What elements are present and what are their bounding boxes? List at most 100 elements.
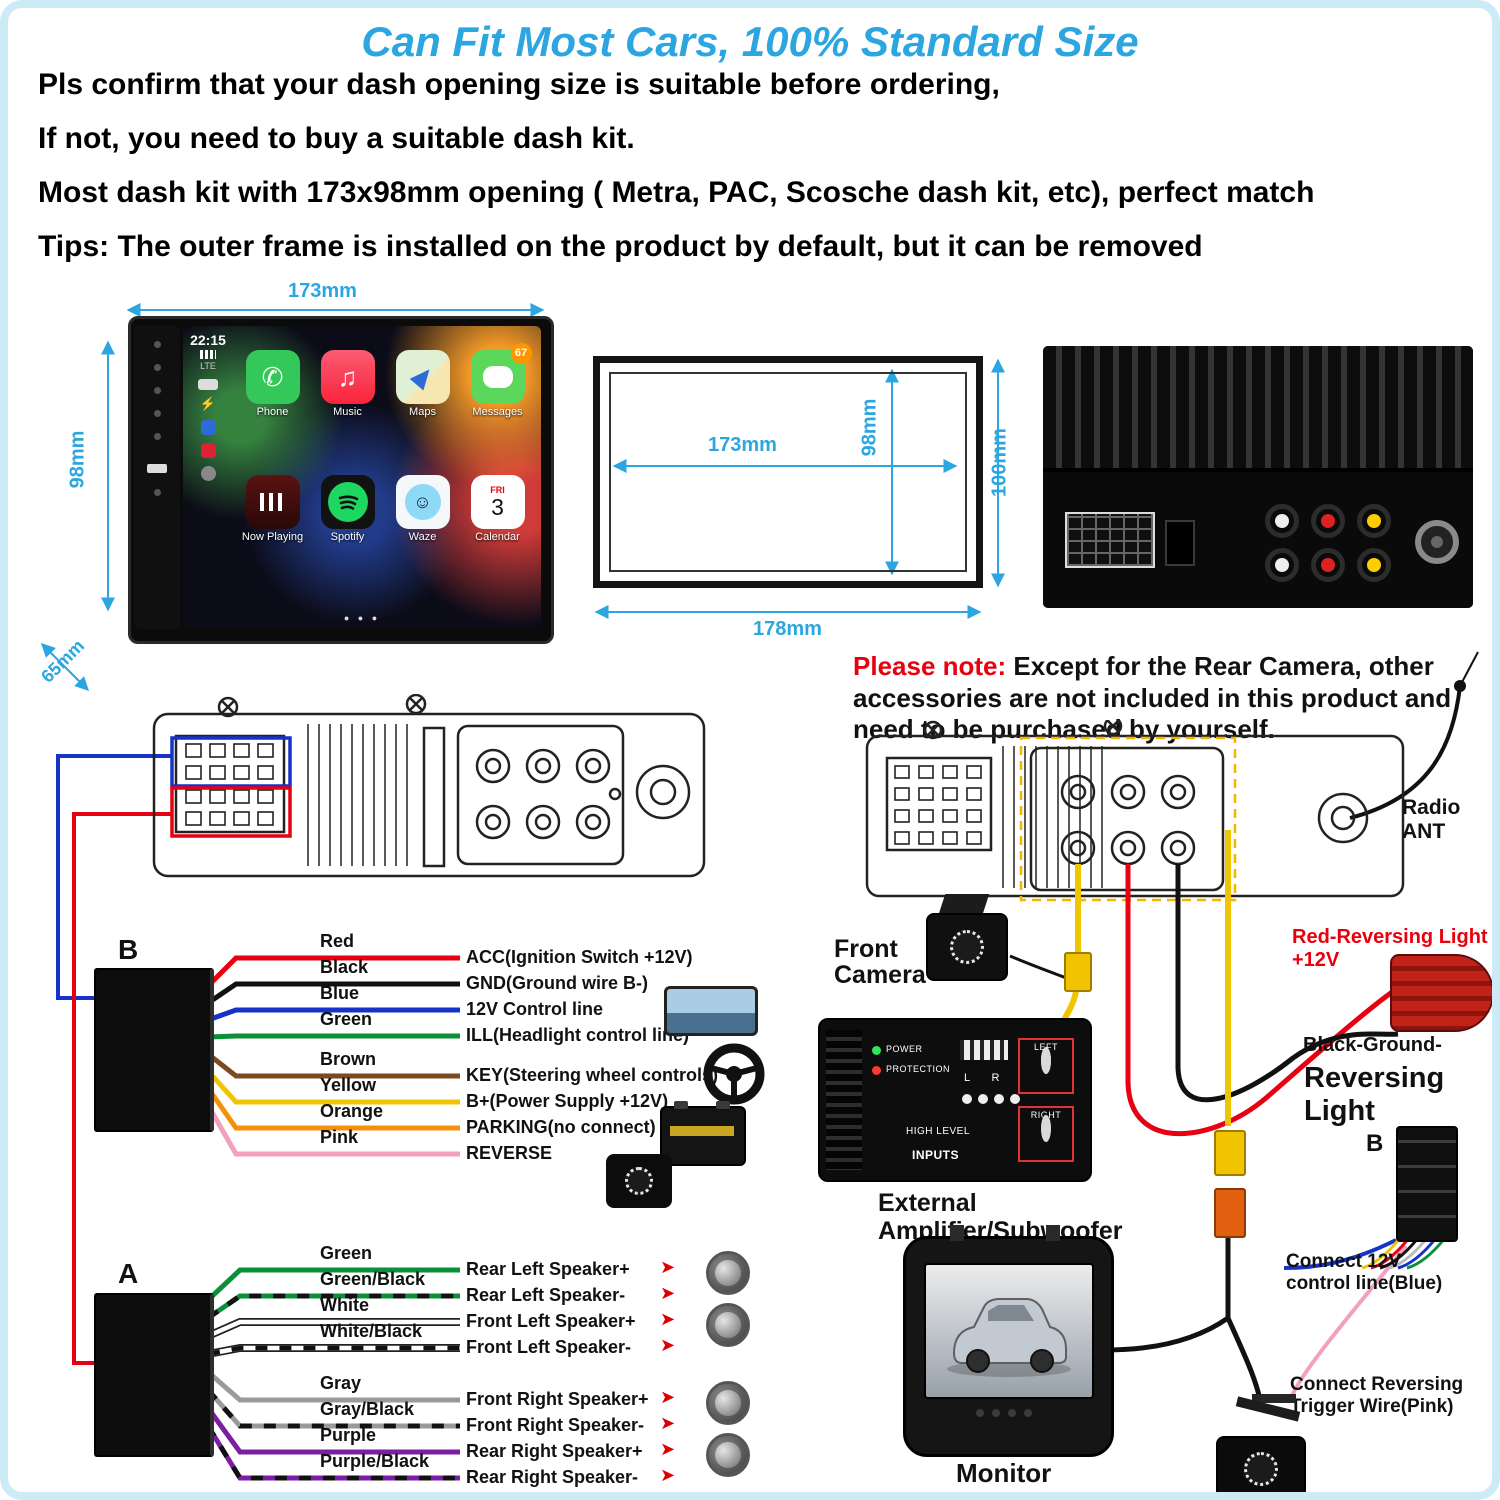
rear-camera-plate <box>1252 1394 1296 1403</box>
bezel-button-icon[interactable] <box>153 364 161 371</box>
amp-dip-switch[interactable] <box>960 1040 1008 1060</box>
monitor-image <box>903 1225 1114 1457</box>
wire-color-name: Brown <box>320 1049 376 1069</box>
amp-protection-label: PROTECTION <box>886 1064 951 1074</box>
connect-blue-note: Connect 12V control line(Blue) <box>1286 1251 1443 1294</box>
amp-left-input-jack[interactable]: LEFT <box>1018 1038 1074 1094</box>
mini-app-icon[interactable] <box>200 420 216 435</box>
wire-function-label: Rear Right Speaker+ <box>466 1441 643 1461</box>
note-body: Except for the Rear Camera, other access… <box>853 651 1452 745</box>
bezel-button-icon[interactable] <box>153 433 161 440</box>
connector-b2-box <box>1396 1126 1458 1242</box>
dash-frame-outer <box>593 356 983 588</box>
calendar-app-icon: FRI 3 <box>470 475 525 529</box>
app-label: Now Playing <box>241 531 304 543</box>
stereo-height-dim: 98mm <box>66 430 89 489</box>
rca-plug-orange <box>1214 1188 1246 1238</box>
notification-badge: 67 <box>510 343 532 364</box>
wire-function-label: KEY(Steering wheel controls) <box>466 1065 719 1085</box>
bezel-button-icon[interactable] <box>153 341 161 348</box>
app-music[interactable]: ♫ Music <box>310 344 385 469</box>
bezel-button-icon[interactable] <box>153 489 161 496</box>
rca-plug-yellow <box>1214 1130 1246 1176</box>
now-playing-app-icon <box>245 475 300 529</box>
amp-right-input-jack[interactable]: RIGHT <box>1018 1106 1074 1162</box>
amp-high-level-label: HIGH LEVEL <box>906 1126 970 1137</box>
power-led <box>872 1046 881 1055</box>
mini-app-icon[interactable] <box>200 466 216 481</box>
app-phone[interactable]: ✆ Phone <box>235 344 310 469</box>
chassis-drawing-left <box>152 694 706 878</box>
wire-terminal-arrow-icon: ➤ <box>660 1257 676 1277</box>
stereo-width-dim: 173mm <box>288 280 357 302</box>
antenna-socket <box>1415 520 1459 564</box>
bezel-button-icon[interactable] <box>153 410 161 417</box>
app-label: Spotify <box>330 531 365 543</box>
clock: 22:15 <box>190 332 226 348</box>
mini-app-icon[interactable] <box>200 443 216 458</box>
app-now-playing[interactable]: Now Playing <box>235 469 310 594</box>
heatsink-fins <box>1043 346 1473 472</box>
monitor-label: Monitor <box>956 1458 1052 1488</box>
speaker-icon <box>706 1303 750 1347</box>
rca-plug-yellow-front <box>1064 952 1092 992</box>
wire-function-label: Front Left Speaker+ <box>466 1311 636 1331</box>
header-line-1: Pls confirm that your dash opening size … <box>38 68 1000 101</box>
amp-channel-labels: L R <box>964 1072 1000 1084</box>
app-calendar[interactable]: FRI 3 Calendar <box>460 469 535 594</box>
wire-color-name: Black <box>320 957 369 977</box>
app-label: Phone <box>256 406 289 418</box>
reversing-light-image <box>1390 954 1492 1032</box>
app-spotify[interactable]: Spotify <box>310 469 385 594</box>
app-label: Waze <box>408 531 437 543</box>
reverse-camera-icon <box>606 1154 672 1208</box>
speaker-icon <box>706 1251 750 1295</box>
wire-color-name: Green/Black <box>320 1269 426 1289</box>
stereo-touchscreen[interactable]: 22:15 LTE ⚡ ✆ Phone ♫ Music <box>183 326 541 628</box>
usb-port[interactable] <box>147 464 167 473</box>
wire-color-name: Green <box>320 1009 373 1029</box>
wire-terminal-arrow-icon: ➤ <box>660 1387 676 1407</box>
stereo-bezel <box>134 325 180 629</box>
wire-function-label: PARKING(no connect) <box>466 1117 656 1137</box>
header-line-3: Most dash kit with 173x98mm opening ( Me… <box>38 176 1315 209</box>
speaker-icon <box>706 1433 750 1477</box>
protection-led <box>872 1066 881 1075</box>
wire-terminal-arrow-icon: ➤ <box>660 1283 676 1303</box>
reversing-red-wire-label: Red-Reversing Light +12V <box>1292 926 1488 971</box>
monitor-screen <box>924 1263 1094 1399</box>
wire-color-name: White/Black <box>320 1321 423 1341</box>
app-messages[interactable]: 67 Messages <box>460 343 535 469</box>
amp-heatsink <box>826 1030 862 1170</box>
wire-color-name: Gray/Black <box>320 1399 415 1419</box>
wire-function-label: Front Left Speaker- <box>466 1337 632 1357</box>
radio-ant-label: Radio ANT <box>1402 796 1461 843</box>
network-label: LTE <box>200 361 216 371</box>
header-line-2: If not, you need to buy a suitable dash … <box>38 122 635 155</box>
app-label: Messages <box>472 406 523 418</box>
wire-color-name: Orange <box>320 1101 384 1121</box>
rear-slot <box>1165 520 1195 566</box>
connector-a-label: A <box>118 1258 139 1289</box>
wire-function-label: B+(Power Supply +12V) <box>466 1091 669 1111</box>
chassis-drawing-right <box>865 720 1405 912</box>
amp-inputs-label: INPUTS <box>912 1148 960 1162</box>
page-dots: ● ● ● <box>343 613 381 623</box>
front-camera-label: Front Camera <box>834 935 926 990</box>
stereo-rear-view <box>1043 346 1473 608</box>
monitor-buttons[interactable] <box>976 1409 984 1417</box>
reversing-black-wire-label: Black-Ground- <box>1303 1034 1442 1056</box>
wire-function-label: GND(Ground wire B-) <box>466 973 648 993</box>
speaker-icon <box>706 1381 750 1425</box>
app-maps[interactable]: Maps <box>385 344 460 469</box>
maps-app-icon <box>395 350 450 404</box>
rearview-mirror-image <box>664 986 758 1036</box>
app-label: Music <box>333 406 362 418</box>
wire-function-label: Rear Left Speaker+ <box>466 1259 630 1279</box>
app-waze[interactable]: ☺ Waze <box>385 469 460 594</box>
front-camera-image <box>926 913 1008 981</box>
wire-terminal-arrow-icon: ➤ <box>660 1439 676 1459</box>
app-grid: ✆ Phone ♫ Music Maps 67 Messages <box>235 343 535 594</box>
amp-knobs[interactable] <box>962 1094 972 1104</box>
bezel-button-icon[interactable] <box>153 387 161 394</box>
